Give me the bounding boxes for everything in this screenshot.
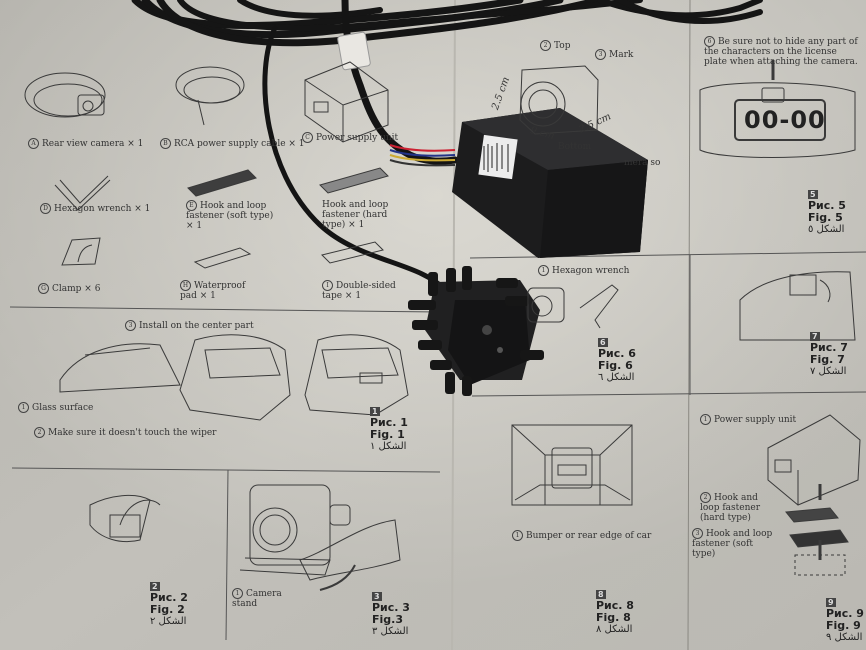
part-f-label: Hook and loop fastener (hard type) × 1: [322, 200, 389, 230]
section-dividers: [9, 251, 866, 641]
license-plate-text: 00-00: [744, 106, 826, 134]
parts-artwork: [24, 60, 861, 591]
camera-device: [408, 266, 544, 396]
power-supply-device: [452, 108, 648, 258]
fig4-bottom-label: Bottom: [558, 142, 592, 152]
fig4-camera-so-label: mera so: [624, 158, 661, 168]
camera-cable: [262, 25, 448, 293]
